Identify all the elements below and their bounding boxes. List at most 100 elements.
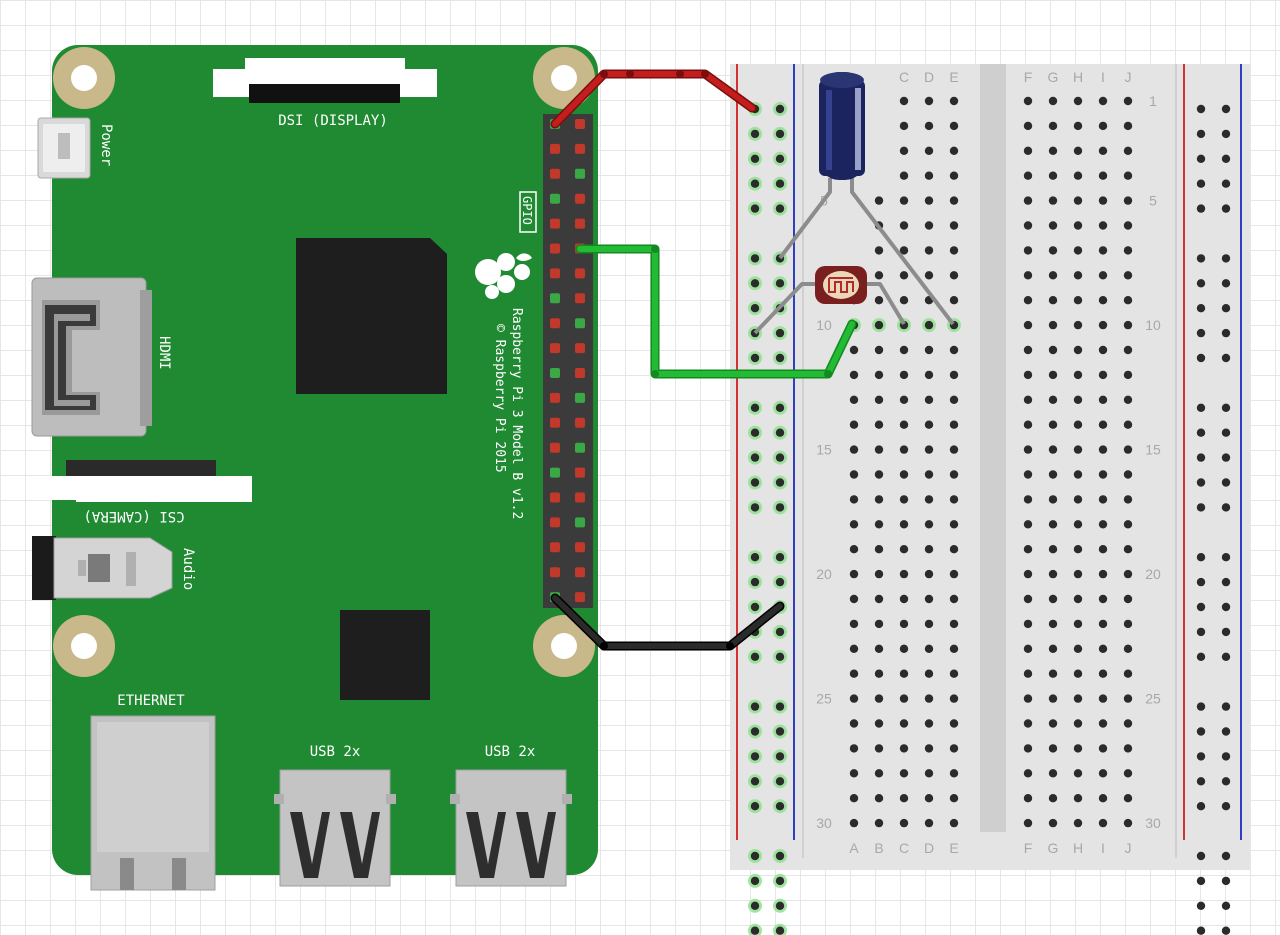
breadboard-hole	[1098, 146, 1108, 155]
breadboard-hole	[1023, 545, 1033, 554]
signal-wire	[575, 244, 857, 379]
breadboard-hole	[750, 577, 760, 587]
breadboard-hole	[775, 328, 785, 338]
breadboard-hole	[1123, 395, 1133, 404]
breadboard-hole	[1123, 296, 1133, 305]
breadboard-label: 30	[1145, 815, 1161, 831]
breadboard-hole	[1221, 353, 1231, 363]
gpio-pin	[550, 467, 560, 478]
breadboard-hole	[1196, 129, 1206, 139]
breadboard-hole	[1123, 545, 1133, 554]
breadboard-hole	[1023, 320, 1033, 330]
breadboard-hole	[1048, 196, 1058, 205]
breadboard-hole	[924, 96, 934, 106]
breadboard-hole	[949, 246, 959, 255]
breadboard-hole	[949, 171, 959, 180]
breadboard-hole	[775, 577, 785, 587]
breadboard-hole	[1023, 345, 1033, 355]
breadboard-hole	[924, 569, 934, 579]
breadboard-hole	[1123, 320, 1133, 330]
breadboard-hole	[1023, 619, 1033, 629]
gpio-pin	[575, 318, 585, 329]
gpio-pin	[550, 392, 560, 403]
breadboard-hole	[849, 520, 859, 529]
breadboard-hole	[1098, 794, 1108, 803]
breadboard-hole	[874, 744, 884, 753]
breadboard-hole	[924, 121, 934, 131]
mounting-holes	[53, 47, 595, 677]
breadboard-hole	[1098, 121, 1108, 131]
breadboard-hole	[924, 794, 934, 803]
breadboard-hole	[1073, 271, 1083, 280]
breadboard-hole	[1196, 777, 1206, 786]
breadboard-hole	[1123, 246, 1133, 255]
breadboard-hole	[1123, 794, 1133, 803]
breadboard-hole	[1073, 644, 1083, 653]
breadboard-hole	[1196, 851, 1206, 861]
gpio-pin	[550, 542, 560, 553]
breadboard-hole	[1073, 221, 1083, 230]
breadboard-hole	[1048, 794, 1058, 803]
breadboard-hole	[775, 777, 785, 786]
breadboard-label: E	[949, 69, 958, 85]
breadboard-hole	[1098, 345, 1108, 355]
breadboard-hole	[1221, 104, 1231, 114]
breadboard-hole	[775, 702, 785, 711]
breadboard-hole	[1023, 569, 1033, 579]
breadboard-hole	[1098, 569, 1108, 579]
gpio-pin	[550, 193, 560, 204]
audio-label: Audio	[180, 548, 196, 590]
gpio-pin	[575, 268, 585, 279]
breadboard-hole	[750, 901, 760, 910]
breadboard-hole	[924, 196, 934, 205]
breadboard-label: 25	[816, 691, 832, 707]
breadboard-hole	[1023, 495, 1033, 504]
breadboard-hole	[750, 179, 760, 188]
breadboard-label: 15	[816, 442, 832, 458]
breadboard-label: A	[849, 840, 859, 856]
breadboard-hole	[1048, 395, 1058, 404]
breadboard-label: H	[1073, 69, 1083, 85]
breadboard-hole	[1221, 403, 1231, 412]
breadboard-hole	[924, 694, 934, 703]
photoresistor	[753, 266, 906, 335]
breadboard-label: 20	[1145, 566, 1161, 582]
breadboard-hole	[1073, 395, 1083, 404]
breadboard-hole	[1098, 196, 1108, 205]
breadboard-hole	[949, 395, 959, 404]
gpio-pin	[550, 168, 560, 179]
breadboard-hole	[1048, 769, 1058, 778]
breadboard-label: J	[1125, 69, 1132, 85]
csi-connector: CSI (CAMERA)	[38, 460, 252, 524]
breadboard-hole	[849, 594, 859, 604]
breadboard-hole	[750, 553, 760, 562]
breadboard-hole	[1221, 777, 1231, 786]
breadboard-hole	[1023, 221, 1033, 230]
gpio-pin	[550, 492, 560, 503]
breadboard-hole	[750, 353, 760, 363]
breadboard-hole	[849, 694, 859, 703]
breadboard-hole	[750, 926, 760, 935]
gpio-pin	[575, 467, 585, 478]
breadboard-hole	[1073, 445, 1083, 454]
breadboard-hole	[775, 802, 785, 811]
breadboard-hole	[949, 146, 959, 155]
breadboard-hole	[1048, 420, 1058, 429]
breadboard-label: E	[949, 840, 958, 856]
breadboard-hole	[775, 553, 785, 562]
breadboard-hole	[874, 296, 884, 305]
breadboard-hole	[899, 96, 909, 106]
breadboard-label: 20	[816, 566, 832, 582]
breadboard-hole	[1073, 619, 1083, 629]
breadboard-hole	[1221, 851, 1231, 861]
breadboard-hole	[1123, 669, 1133, 678]
breadboard-hole	[1048, 271, 1058, 280]
breadboard-label: J	[1125, 840, 1132, 856]
breadboard-hole	[899, 569, 909, 579]
breadboard-hole	[1098, 818, 1108, 828]
breadboard-hole	[1073, 320, 1083, 330]
breadboard-hole	[949, 470, 959, 479]
breadboard-hole	[1123, 769, 1133, 778]
breadboard-hole	[874, 769, 884, 778]
